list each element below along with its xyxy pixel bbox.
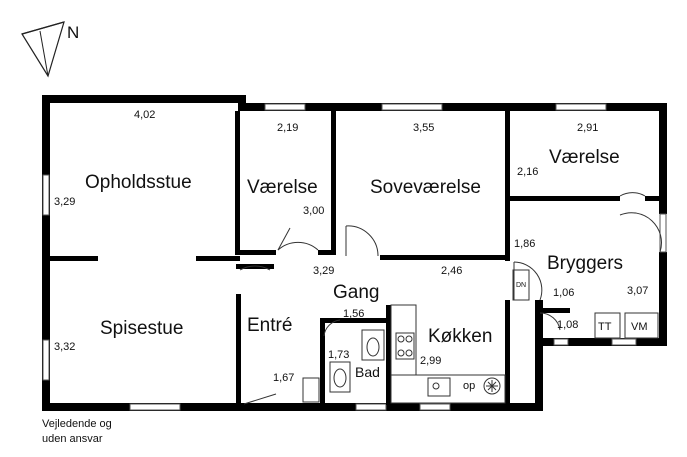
fan-icon: [483, 377, 501, 395]
dim-entre-depth: 1,67: [273, 372, 294, 384]
disclaimer-line-2: uden ansvar: [42, 433, 103, 445]
dim-koekken-depth: 2,99: [420, 355, 441, 367]
dim-bad-depth: 1,73: [328, 349, 349, 361]
dim-vaer1-depth: 3,00: [303, 205, 324, 217]
dim-vaer1-width: 2,19: [277, 122, 298, 134]
utility-fixtures: [512, 269, 659, 339]
interior-walls: [50, 111, 661, 405]
bathroom-fixtures: [302, 329, 385, 403]
dim-gang-length: 2,46: [441, 265, 462, 277]
dim-ophold-width: 4,02: [134, 109, 155, 121]
room-label-opholdsstue: Opholdsstue: [85, 172, 192, 193]
windows: [42, 103, 667, 411]
room-label-gang: Gang: [333, 282, 379, 303]
dim-sove-width: 3,55: [413, 122, 434, 134]
north-arrow-icon: [21, 21, 65, 78]
dim-bryggers-width: 3,07: [627, 285, 648, 297]
dim-entre-width: 1,56: [343, 308, 364, 320]
fixture-label-dn: DN: [516, 282, 526, 289]
room-label-koekken: Køkken: [428, 326, 492, 347]
room-label-vaerelse-2: Værelse: [549, 147, 620, 168]
fixture-label-vm: VM: [631, 321, 648, 333]
room-label-sovevaerelse: Soveværelse: [370, 177, 481, 198]
room-label-spisestue: Spisestue: [100, 318, 183, 339]
disclaimer-line-1: Vejledende og: [42, 418, 112, 430]
fixture-label-op: op: [463, 380, 475, 392]
dim-bryggers-depth: 1,86: [514, 238, 535, 250]
room-label-vaerelse-1: Værelse: [247, 177, 318, 198]
room-label-bad: Bad: [355, 364, 380, 380]
dim-vaer2-depth: 2,16: [517, 166, 538, 178]
kitchen-fixtures: [390, 304, 506, 404]
door-swings: [239, 192, 662, 405]
dim-gang-width: 3,29: [313, 265, 334, 277]
room-label-bryggers: Bryggers: [547, 253, 623, 274]
fixture-label-tt: TT: [598, 321, 612, 333]
dim-closet-depth: 1,08: [557, 319, 578, 331]
dim-spise-depth: 3,32: [54, 341, 75, 353]
north-label: N: [67, 23, 79, 42]
dim-vaer2-width: 2,91: [577, 122, 598, 134]
room-label-entre: Entré: [247, 315, 292, 336]
dim-closet-width: 1,06: [553, 287, 574, 299]
dim-ophold-depth: 3,29: [54, 196, 75, 208]
